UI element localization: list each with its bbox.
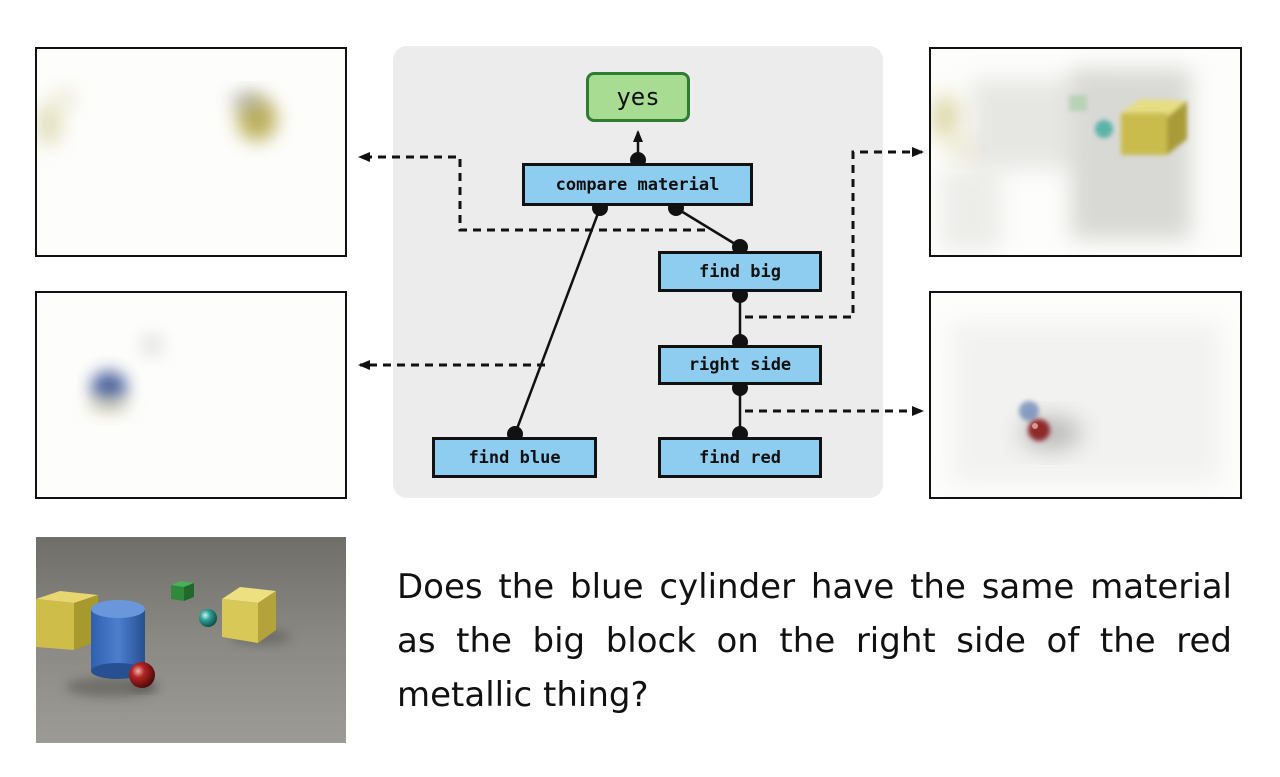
attention-map-image	[951, 323, 1221, 483]
scene-render	[36, 537, 346, 743]
attention-map-image	[931, 69, 1191, 249]
attention-map-find-big	[929, 47, 1242, 257]
answer-node: yes	[586, 72, 690, 122]
attention-map-find-blue	[35, 291, 347, 499]
attention-map-right-side	[929, 291, 1242, 499]
scene-image	[36, 537, 346, 743]
module-find-big: find big	[658, 251, 822, 292]
module-find-red: find red	[658, 437, 822, 478]
arrow-to-find-big-attention	[745, 147, 924, 319]
edge-compare-to-find-big	[675, 206, 741, 249]
module-right-side: right side	[658, 345, 822, 385]
arrow-to-compare-attention	[358, 152, 705, 232]
attention-map-compare-material	[35, 47, 347, 257]
question-text: Does the blue cylinder have the same mat…	[397, 567, 1232, 715]
attention-map-image	[37, 87, 277, 146]
module-find-blue: find blue	[432, 437, 597, 478]
edge-compare-to-find-blue	[513, 207, 602, 435]
attention-map-image	[87, 333, 164, 415]
module-compare-material: compare material	[522, 163, 753, 206]
